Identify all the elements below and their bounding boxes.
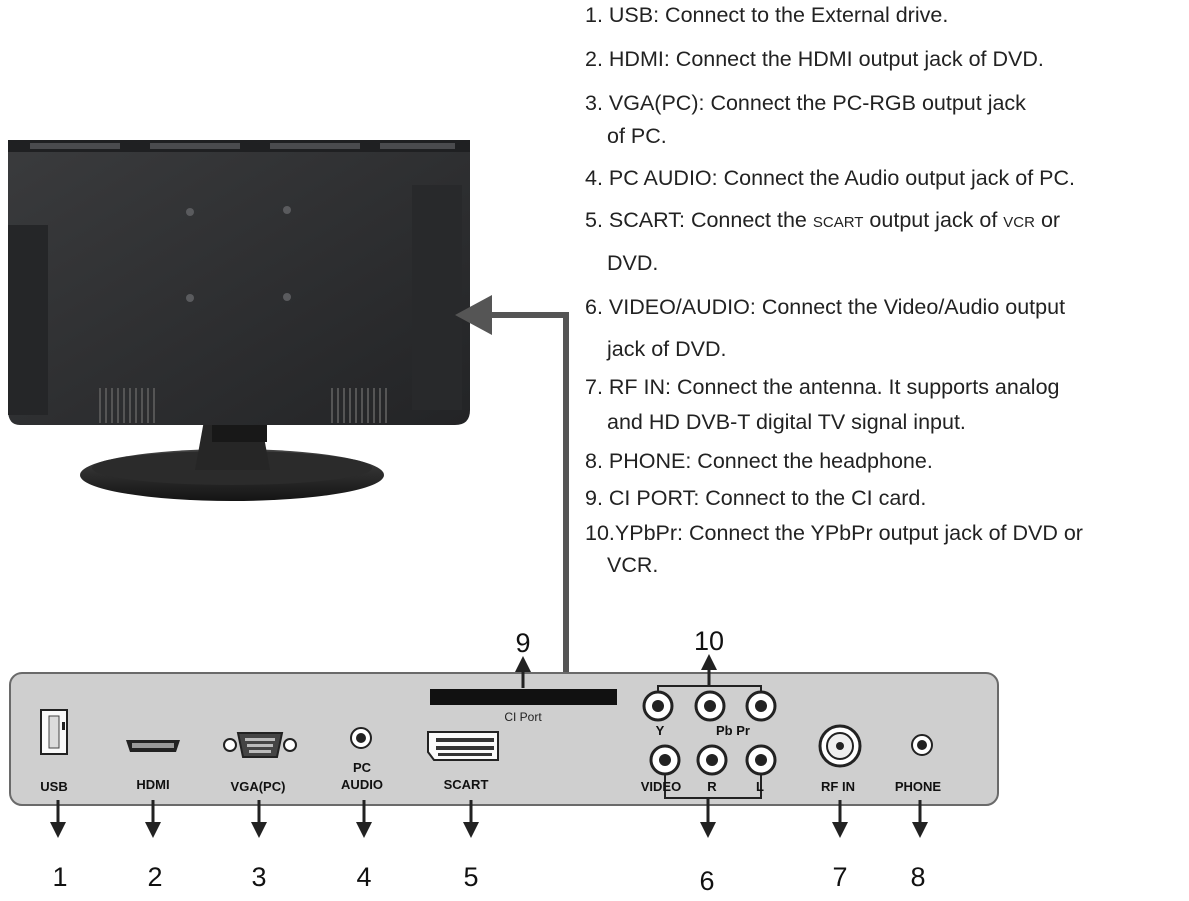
- jack-y: [642, 690, 674, 722]
- jack-video: [649, 744, 681, 776]
- callout-10: 10: [694, 626, 724, 656]
- desc-5-vcr: VCR: [1003, 214, 1035, 231]
- desc-10-line-1: 10.YPbPr: Connect the YPbPr output jack …: [585, 521, 1083, 545]
- desc-2-line-1: 2. HDMI: Connect the HDMI output jack of…: [585, 47, 1044, 71]
- desc-7-line-1: 7. RF IN: Connect the antenna. It suppor…: [585, 375, 1060, 399]
- label-r: R: [707, 779, 717, 794]
- bracket-av: [664, 775, 762, 799]
- desc-4-line-1: 4. PC AUDIO: Connect the Audio output ja…: [585, 166, 1075, 190]
- rca-jacks: [642, 690, 777, 776]
- jack-pr: [745, 690, 777, 722]
- desc-5-scart: SCART: [812, 214, 864, 231]
- label-usb: USB: [40, 779, 67, 794]
- tv-stand-bracket: [212, 422, 267, 442]
- arrow-10: [701, 654, 717, 686]
- hdmi-port: [126, 740, 180, 752]
- desc-9-line-1: 9. CI PORT: Connect to the CI card.: [585, 486, 927, 510]
- callout-6: 6: [699, 866, 714, 896]
- tv-bottom-vents: [99, 388, 387, 423]
- arrow-7: [832, 800, 848, 838]
- desc-7-line-2: and HD DVB-T digital TV signal input.: [607, 410, 966, 434]
- pc-audio-jack: [350, 727, 372, 749]
- tv-top-vents: [30, 143, 455, 149]
- desc-5-line-1: 5. SCART: Connect the SCART output jack …: [585, 208, 1060, 233]
- callout-5: 5: [463, 862, 478, 892]
- callout-8: 8: [910, 862, 925, 892]
- desc-5-mid: output jack of: [863, 208, 1004, 232]
- desc-6-line-1: 6. VIDEO/AUDIO: Connect the Video/Audio …: [585, 295, 1066, 319]
- tv-right-side-panel: [412, 185, 462, 410]
- jack-r: [696, 744, 728, 776]
- label-l: L: [756, 779, 764, 794]
- label-ci-port: CI Port: [504, 710, 542, 724]
- label-phone: PHONE: [895, 779, 942, 794]
- tv-left-side-panel: [8, 225, 48, 415]
- jack-l: [745, 744, 777, 776]
- scart-port: [427, 731, 499, 761]
- arrow-5: [463, 800, 479, 838]
- arrow-3: [251, 800, 267, 838]
- desc-3-line-1: 3. VGA(PC): Connect the PC-RGB output ja…: [585, 91, 1026, 115]
- rf-in-jack: [818, 724, 862, 768]
- vga-port: [223, 732, 297, 758]
- phone-jack: [911, 734, 933, 756]
- connection-panel: USB HDMI VGA(PC) PC AUDIO SCART Y Pb Pr …: [9, 672, 999, 806]
- callout-2: 2: [147, 862, 162, 892]
- arrow-6: [700, 798, 716, 838]
- callout-7: 7: [832, 862, 847, 892]
- callout-4: 4: [356, 862, 371, 892]
- arrow-9: [515, 656, 531, 688]
- label-vga: VGA(PC): [231, 779, 286, 794]
- desc-8-line-1: 8. PHONE: Connect the headphone.: [585, 449, 933, 473]
- label-y: Y: [656, 723, 665, 738]
- desc-5-line-2: DVD.: [607, 251, 659, 275]
- label-pb-pr: Pb Pr: [716, 723, 750, 738]
- label-hdmi: HDMI: [136, 777, 169, 792]
- usb-port: [40, 709, 68, 755]
- connector-line: [490, 312, 569, 672]
- label-pc-audio-1: PC: [353, 760, 372, 775]
- callout-arrows: [50, 654, 928, 838]
- arrow-1: [50, 800, 66, 838]
- jack-pb: [694, 690, 726, 722]
- tv-body: [8, 140, 470, 425]
- label-pc-audio-2: AUDIO: [341, 777, 383, 792]
- arrow-4: [356, 800, 372, 838]
- connector-arrow-head: [455, 295, 492, 335]
- tv-mount-holes: [186, 206, 291, 302]
- desc-1-line-1: 1. USB: Connect to the External drive.: [585, 3, 949, 27]
- tv-rear-illustration: [8, 140, 470, 501]
- callout-3: 3: [251, 862, 266, 892]
- desc-6-line-2: jack of DVD.: [607, 337, 727, 361]
- label-rf-in: RF IN: [821, 779, 855, 794]
- callout-9: 9: [515, 628, 530, 658]
- desc-5-post: or: [1034, 208, 1061, 232]
- ci-port-slot: [430, 689, 617, 705]
- desc-10-line-2: VCR.: [607, 553, 659, 577]
- desc-3-line-2: of PC.: [607, 124, 667, 148]
- label-video: VIDEO: [641, 779, 681, 794]
- label-scart: SCART: [444, 777, 489, 792]
- desc-5-pre: 5. SCART: Connect the: [585, 208, 813, 232]
- arrow-8: [912, 800, 928, 838]
- callout-1: 1: [52, 862, 67, 892]
- arrow-2: [145, 800, 161, 838]
